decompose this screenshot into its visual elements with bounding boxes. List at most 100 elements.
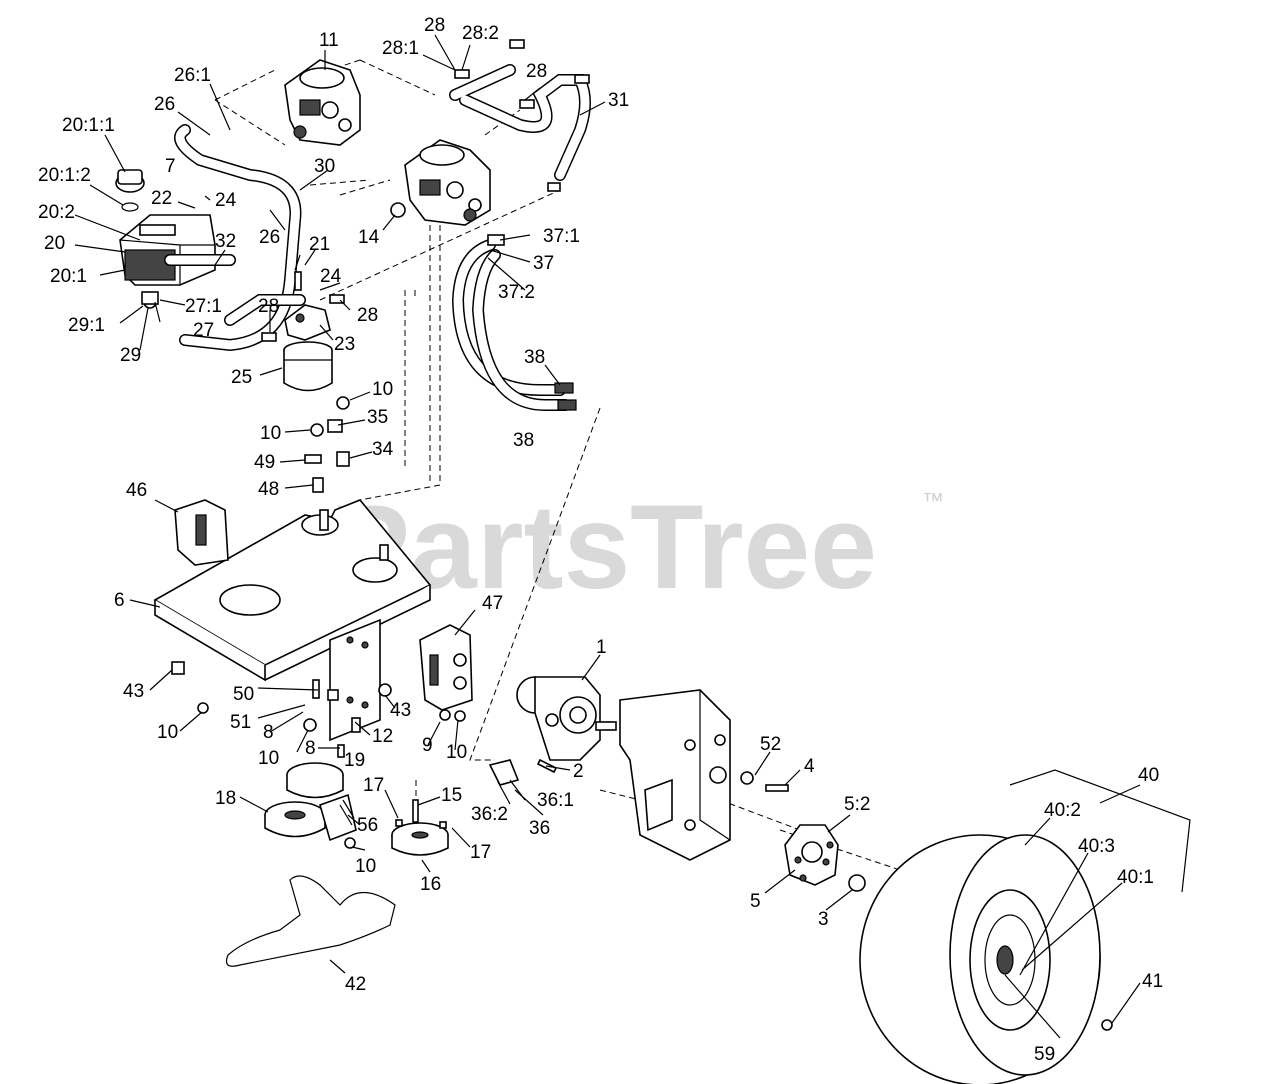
callout-20-2: 20:2 (38, 202, 75, 223)
callout-43: 43 (390, 700, 411, 721)
callout-20-1: 20:1 (50, 266, 87, 287)
callout-30: 30 (314, 156, 335, 177)
callout-28: 28 (526, 61, 547, 82)
callout-10: 10 (446, 742, 467, 763)
callout-8: 8 (263, 722, 274, 743)
callout-37-1: 37:1 (543, 226, 580, 247)
callout-10: 10 (372, 379, 393, 400)
leader-lines (74, 34, 1141, 1039)
callout-labels: 11 28 28:1 28:2 26:1 26 28 31 20:1:1 7 3… (38, 15, 1163, 1065)
tire-bracket-line (1009, 769, 1191, 893)
callout-5-2: 5:2 (844, 794, 870, 815)
wheel-motor (516, 676, 617, 761)
callout-10: 10 (157, 722, 178, 743)
callout-5: 5 (750, 891, 761, 912)
callout-37-2: 37:2 (498, 282, 535, 303)
callout-17: 17 (470, 842, 491, 863)
motor-mount-bracket (619, 689, 731, 861)
callout-3: 3 (818, 909, 829, 930)
callout-18: 18 (215, 788, 236, 809)
callout-43: 43 (123, 681, 144, 702)
callout-23: 23 (334, 334, 355, 355)
callout-8: 8 (305, 738, 316, 759)
callout-46: 46 (126, 480, 147, 501)
callout-12: 12 (372, 726, 393, 747)
callout-2: 2 (573, 761, 584, 782)
callout-10: 10 (260, 423, 281, 444)
callout-26: 26 (259, 227, 280, 248)
pulley-assembly (264, 762, 449, 856)
callout-28: 28 (424, 15, 445, 36)
wheel-hub (488, 758, 866, 892)
small-fittings (261, 39, 590, 493)
callout-47: 47 (482, 593, 503, 614)
callout-26: 26 (154, 94, 175, 115)
callout-28: 28 (357, 305, 378, 326)
callout-34: 34 (372, 439, 394, 460)
callout-40-2: 40:2 (1044, 800, 1081, 821)
callout-19: 19 (344, 750, 365, 771)
callout-6: 6 (114, 590, 125, 611)
hydraulic-pump-upper (284, 59, 361, 146)
callout-4: 4 (804, 756, 815, 777)
hydraulic-pump-lower (404, 139, 491, 226)
callout-41: 41 (1142, 971, 1163, 992)
callout-28: 28 (258, 296, 279, 317)
callout-38: 38 (513, 430, 534, 451)
callout-9: 9 (422, 735, 433, 756)
hydraulic-reservoir (115, 169, 216, 309)
callout-51: 51 (230, 712, 251, 733)
callout-24: 24 (320, 266, 342, 287)
callout-28-1: 28:1 (382, 38, 419, 59)
callout-10: 10 (258, 748, 279, 769)
callout-28-2: 28:2 (462, 23, 499, 44)
callout-22: 22 (151, 188, 172, 209)
callout-42: 42 (345, 974, 366, 995)
callout-26-1: 26:1 (174, 65, 211, 86)
callout-36-1: 36:1 (537, 790, 574, 811)
callout-56: 56 (357, 815, 378, 836)
watermark-trademark: ™ (922, 488, 944, 513)
callout-29: 29 (120, 345, 141, 366)
callout-35: 35 (367, 407, 388, 428)
callout-1: 1 (596, 637, 607, 658)
callout-21: 21 (309, 234, 330, 255)
callout-48: 48 (258, 479, 279, 500)
callout-27-1: 27:1 (185, 296, 222, 317)
callout-11: 11 (319, 30, 339, 51)
callout-40: 40 (1138, 765, 1159, 786)
callout-20-1-1: 20:1:1 (62, 115, 115, 136)
side-bracket-left (174, 499, 229, 566)
callout-31: 31 (608, 90, 629, 111)
callout-50: 50 (233, 684, 254, 705)
rear-tire (859, 834, 1113, 1084)
callout-24: 24 (215, 190, 237, 211)
callout-40-1: 40:1 (1117, 867, 1154, 888)
bolts-and-nuts (171, 661, 466, 849)
drive-belt (225, 875, 396, 967)
callout-52: 52 (760, 734, 781, 755)
hydraulic-filter (283, 304, 333, 392)
callout-25: 25 (231, 367, 252, 388)
callout-14: 14 (358, 227, 380, 248)
callout-20: 20 (44, 233, 65, 254)
callout-10: 10 (355, 856, 376, 877)
callout-38: 38 (524, 347, 545, 368)
callout-7: 7 (165, 156, 176, 177)
callout-32: 32 (215, 231, 236, 252)
callout-17: 17 (363, 775, 384, 796)
callout-20-1-2: 20:1:2 (38, 165, 91, 186)
callout-16: 16 (420, 874, 441, 895)
callout-36-2: 36:2 (471, 804, 508, 825)
callout-36: 36 (529, 818, 550, 839)
callout-40-3: 40:3 (1078, 836, 1115, 857)
callout-49: 49 (254, 452, 275, 473)
callout-59: 59 (1034, 1044, 1055, 1065)
callout-15: 15 (441, 785, 462, 806)
side-bracket-right (419, 624, 473, 711)
callout-27: 27 (193, 320, 214, 341)
callout-37: 37 (533, 253, 554, 274)
frame-plate (153, 499, 432, 742)
callout-29-1: 29:1 (68, 315, 105, 336)
